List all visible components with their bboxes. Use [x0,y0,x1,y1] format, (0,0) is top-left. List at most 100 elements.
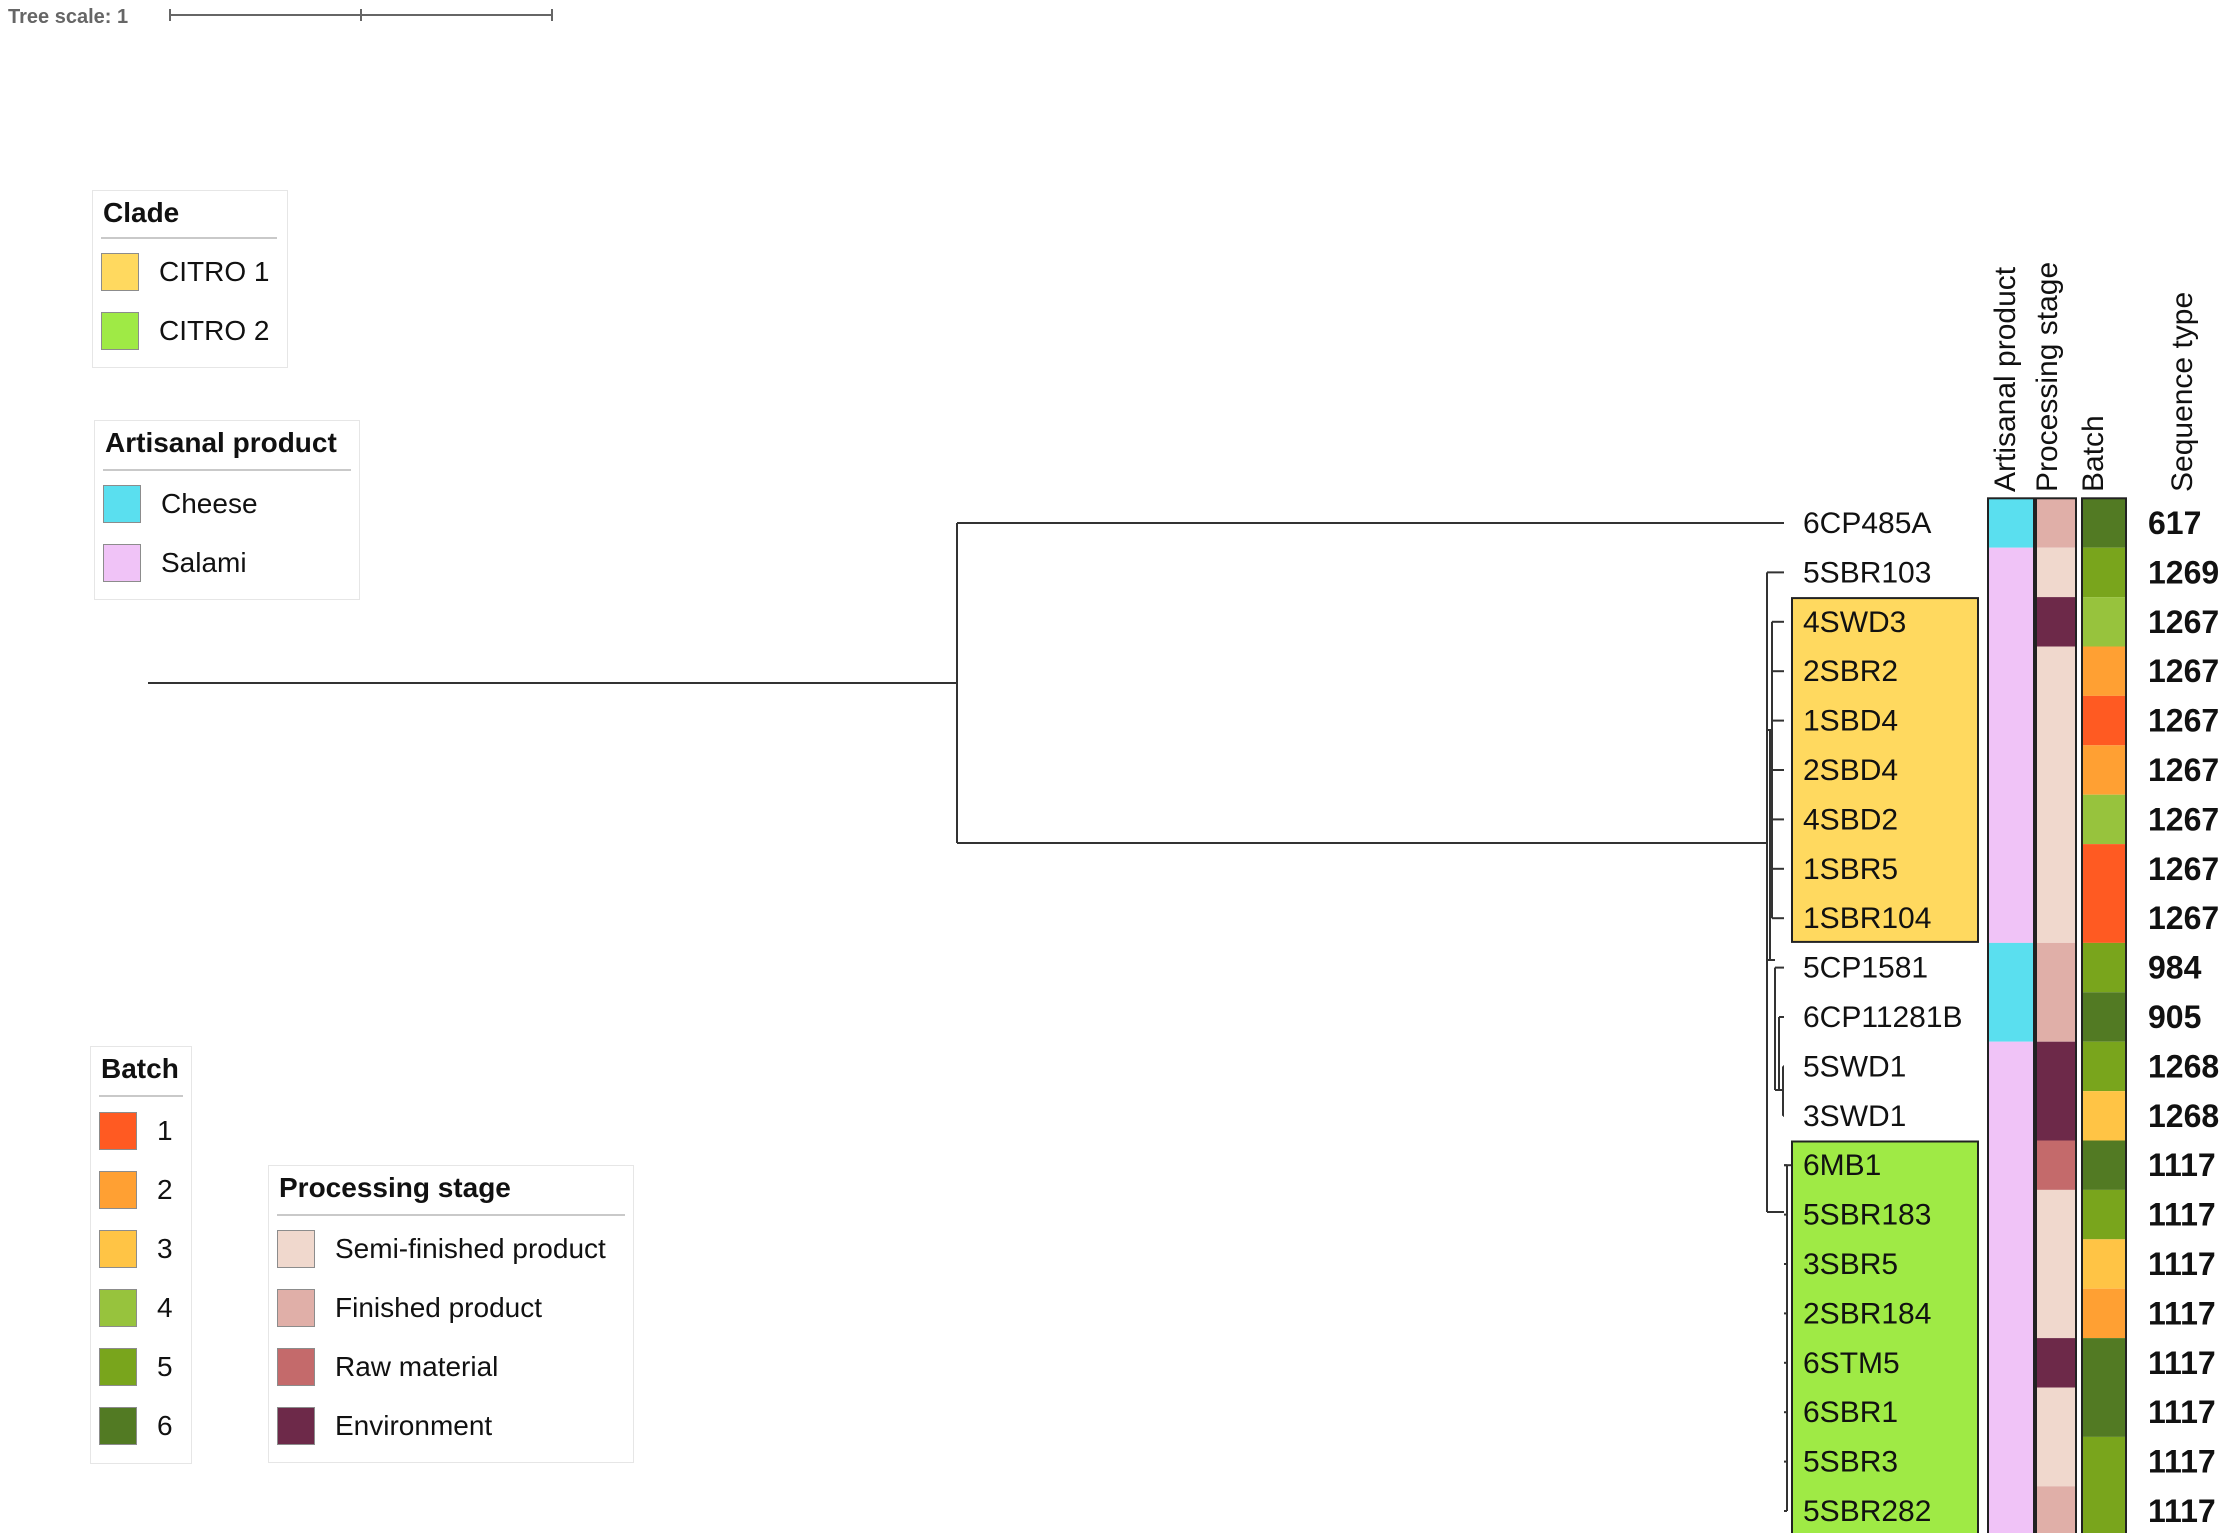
strip-batch [2082,942,2126,993]
sequence-type-label: 1117 [2148,1295,2216,1331]
taxon-label: 5SBR3 [1803,1446,1898,1479]
legend-label: Environment [335,1410,493,1441]
sequence-type-label: 1267 [2148,900,2219,936]
sequence-type-label: 1268 [2148,1048,2219,1084]
strip-batch [2082,1189,2126,1240]
legend-swatch [101,253,139,291]
strip-processing-stage [2036,1338,2076,1388]
legend-swatch [99,1348,137,1386]
sequence-type-label: 1117 [2148,1394,2216,1430]
column-header: Processing stage [2031,262,2064,492]
sequence-type-label: 1267 [2148,851,2219,887]
taxon-label: 6STM5 [1803,1347,1900,1380]
taxon-label: 5CP1581 [1803,952,1928,985]
strip-batch [2082,992,2126,1042]
column-header: Artisanal product [1989,266,2022,492]
strip-processing-stage [2036,498,2076,548]
strip-processing-stage [2036,1189,2076,1339]
legend-batch: Batch 1 2 3 4 5 6 [90,1046,192,1464]
strip-batch [2082,646,2126,696]
legend-label: Finished product [335,1292,543,1323]
legend-item-batch-2: 2 [99,1169,173,1211]
legend-title: Artisanal product [105,427,337,458]
legend-swatch [101,312,139,350]
legend-swatch [99,1407,137,1445]
legend-label: Salami [161,547,247,578]
sequence-type-label: 1269 [2148,554,2219,590]
legend-swatch [99,1171,137,1209]
taxon-label: 5SWD1 [1803,1050,1906,1083]
taxon-label: 3SBR5 [1803,1248,1898,1281]
sequence-type-label: 1267 [2148,752,2219,788]
clade-box-citro-1 [1791,597,1979,943]
legend-item-batch-4: 4 [99,1287,173,1329]
taxon-label: 6MB1 [1803,1149,1881,1182]
strip-batch [2082,1436,2126,1533]
taxon-label: 5SBR103 [1803,556,1931,589]
legend-item-batch-3: 3 [99,1228,173,1270]
taxon-label: 1SBD4 [1803,705,1898,738]
taxon-label: 5SBR282 [1803,1495,1931,1528]
taxon-label: 1SBR5 [1803,853,1898,886]
strip-processing-stage [2036,1140,2076,1190]
legend-item-finished: Finished product [277,1287,542,1329]
legend-label: Cheese [161,488,258,519]
sequence-type-label: 617 [2148,505,2201,541]
taxon-label: 4SBD2 [1803,803,1898,836]
strip-batch [2082,695,2126,746]
legend-label: CITRO 1 [159,256,270,287]
legend-swatch [99,1289,137,1327]
column-header: Sequence type [2166,292,2199,492]
taxon-label: 2SBD4 [1803,754,1898,787]
strip-processing-stage [2036,597,2076,647]
sequence-type-label: 905 [2148,999,2201,1035]
strip-batch [2082,745,2126,795]
legend-title: Batch [101,1053,179,1084]
strip-batch [2082,1140,2126,1190]
legend-label: 3 [157,1233,173,1264]
sequence-type-label: 1117 [2148,1197,2216,1233]
strip-processing-stage [2036,547,2076,598]
legend-label: 2 [157,1174,173,1205]
legend-item-citro-2: CITRO 2 [101,310,269,352]
legend-swatch [103,485,141,523]
strip-processing-stage [2036,646,2076,943]
taxon-label: 5SBR183 [1803,1199,1931,1232]
strip-artisanal-product-border [1987,497,2035,1533]
legend-clade: Clade CITRO 1 CITRO 2 [92,190,288,368]
legend-swatch [277,1230,315,1268]
strip-batch [2082,1288,2126,1339]
taxon-label: 2SBR2 [1803,655,1898,688]
legend-title: Processing stage [279,1172,511,1203]
strip-processing-stage [2036,1387,2076,1487]
sequence-type-label: 1267 [2148,653,2219,689]
strip-processing-stage [2036,942,2076,1042]
strip-processing-stage-border [2035,497,2077,1533]
sequence-type-label: 1117 [2148,1246,2216,1282]
legend-artisanal-product: Artisanal product Cheese Salami [94,420,360,600]
legend-label: 5 [157,1351,173,1382]
legend-label: Semi-finished product [335,1233,606,1264]
legend-label: CITRO 2 [159,315,270,346]
taxon-label: 6SBR1 [1803,1396,1898,1429]
legend-item-semi-finished: Semi-finished product [277,1228,606,1270]
legend-item-environment: Environment [277,1405,492,1447]
sequence-type-label: 1267 [2148,703,2219,739]
legend-swatch [99,1112,137,1150]
strip-batch [2082,547,2126,598]
legend-item-raw-material: Raw material [277,1346,498,1388]
sequence-type-label: 1267 [2148,604,2219,640]
strip-batch [2082,1091,2126,1141]
strip-batch [2082,1041,2126,1092]
legend-item-batch-5: 5 [99,1346,173,1388]
legend-item-salami: Salami [103,542,247,584]
strip-batch [2082,1338,2126,1437]
sequence-type-label: 1267 [2148,801,2219,837]
strip-artisanal-product [1988,942,2034,1042]
clade-box-citro-2 [1791,1140,1979,1533]
legend-label: 1 [157,1115,173,1146]
sequence-type-label: 1117 [2148,1444,2216,1480]
strip-batch [2082,794,2126,845]
